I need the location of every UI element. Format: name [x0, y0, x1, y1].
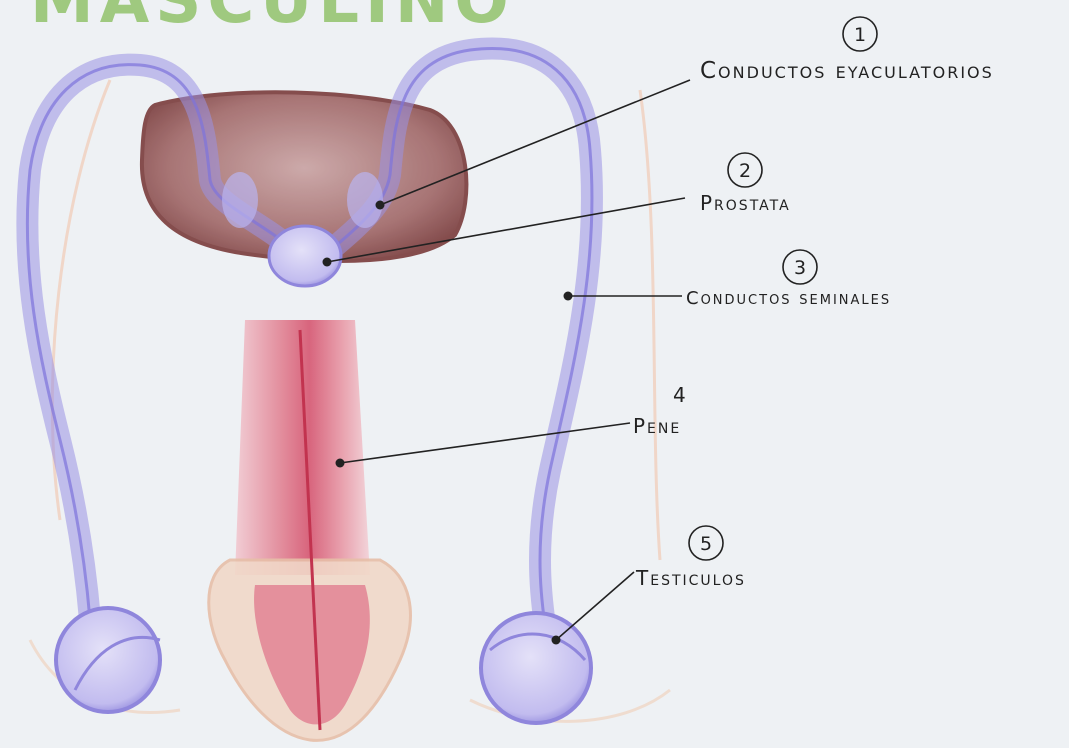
- label-text-4: Pene: [633, 414, 681, 438]
- leader-dot-5: [552, 636, 561, 645]
- diagram-title: MASCULINO: [30, 0, 515, 38]
- label-text-2: Prostata: [700, 191, 791, 215]
- label-text-3: Conductos seminales: [686, 288, 891, 309]
- label-number-1: 1: [854, 24, 866, 46]
- leader-line-5: [556, 572, 634, 640]
- leader-dot-2: [323, 258, 332, 267]
- right-testicle: [481, 613, 591, 723]
- label-text-5: Testiculos: [635, 566, 746, 590]
- label-number-2: 2: [739, 160, 751, 182]
- label-number-3: 3: [794, 257, 806, 279]
- label-number-5: 5: [700, 533, 712, 555]
- label-number-4: 4: [673, 383, 686, 407]
- leader-dot-1: [376, 201, 385, 210]
- left-ejaculatory-duct: [222, 172, 258, 228]
- leader-line-4: [340, 423, 630, 463]
- leader-dot-3: [564, 292, 573, 301]
- label-text-1: Conductos eyaculatorios: [700, 58, 994, 84]
- left-testicle: [56, 608, 160, 712]
- leader-dot-4: [336, 459, 345, 468]
- right-ejaculatory-duct: [347, 172, 383, 228]
- prostate-gland: [269, 226, 341, 286]
